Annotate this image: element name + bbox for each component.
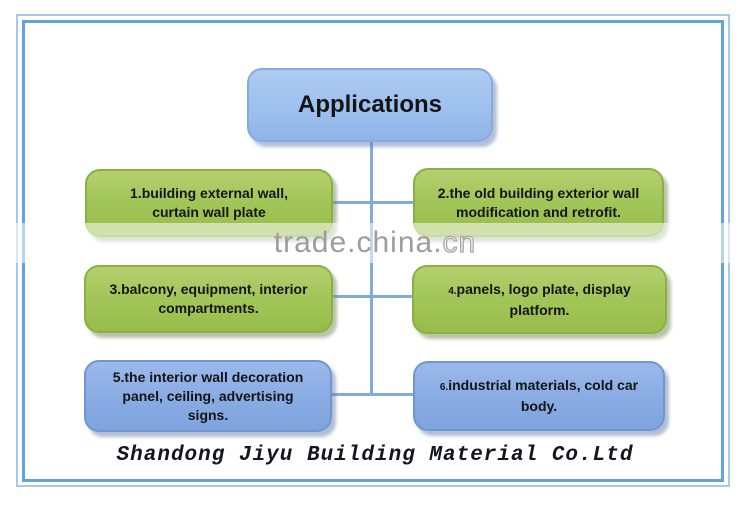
node-text-line: 5.the interior wall decoration xyxy=(113,368,304,387)
node-number: 1. xyxy=(130,185,142,201)
company-name: Shandong Jiyu Building Material Co.Ltd xyxy=(116,444,634,467)
node-number: 2. xyxy=(437,184,450,201)
connector-row2 xyxy=(333,295,414,298)
node-text-line: curtain wall plate xyxy=(152,204,266,220)
node-text-line: platform. xyxy=(509,301,570,318)
node-4-panels-logo-plate: 4.panels, logo plate, display platform. xyxy=(412,265,667,334)
node-3-balcony-equipment: 3.balcony, equipment, interior compartme… xyxy=(84,265,333,333)
node-text: panels, logo plate, display xyxy=(456,280,631,297)
watermark-outlined: cn xyxy=(442,225,477,259)
node-text: balcony, equipment, interior xyxy=(121,281,308,297)
node-text-line: 3.balcony, equipment, interior xyxy=(109,280,307,299)
node-6-industrial-materials: 6.industrial materials, cold car body. xyxy=(413,361,665,431)
watermark-text: trade.china.cn xyxy=(0,225,750,260)
watermark-band xyxy=(0,223,750,263)
applications-label: Applications xyxy=(297,91,442,118)
node-text-line: compartments. xyxy=(158,300,259,316)
node-text-line: 4.panels, logo plate, display xyxy=(448,280,631,301)
node-text-line: 2.the old building exterior wall xyxy=(438,184,639,203)
node-text-line: modification and retrofit. xyxy=(456,203,621,220)
node-text: the old building exterior wall xyxy=(449,184,640,201)
node-text-line: panel, ceiling, advertising xyxy=(122,387,294,404)
node-number: 3. xyxy=(109,281,122,297)
node-applications-title: Applications xyxy=(247,68,493,142)
node-text: the interior wall decoration xyxy=(124,368,304,385)
node-text-line: 1.building external wall, xyxy=(130,184,288,203)
connector-row1 xyxy=(333,201,415,204)
watermark-solid: trade.china. xyxy=(273,226,443,259)
connector-vertical-spine xyxy=(370,141,373,396)
node-number: 4. xyxy=(448,285,457,297)
node-number: 6. xyxy=(439,382,449,393)
node-text: industrial materials, cold car xyxy=(448,377,639,393)
node-text-line: body. xyxy=(520,398,558,414)
node-5-interior-wall-decoration: 5.the interior wall decoration panel, ce… xyxy=(84,360,332,432)
node-number: 5. xyxy=(112,368,125,385)
node-text-line: 6.industrial materials, cold car xyxy=(440,376,638,397)
node-text: building external wall, xyxy=(141,185,288,201)
connector-row3 xyxy=(332,393,415,396)
node-text-line: signs. xyxy=(187,406,229,423)
